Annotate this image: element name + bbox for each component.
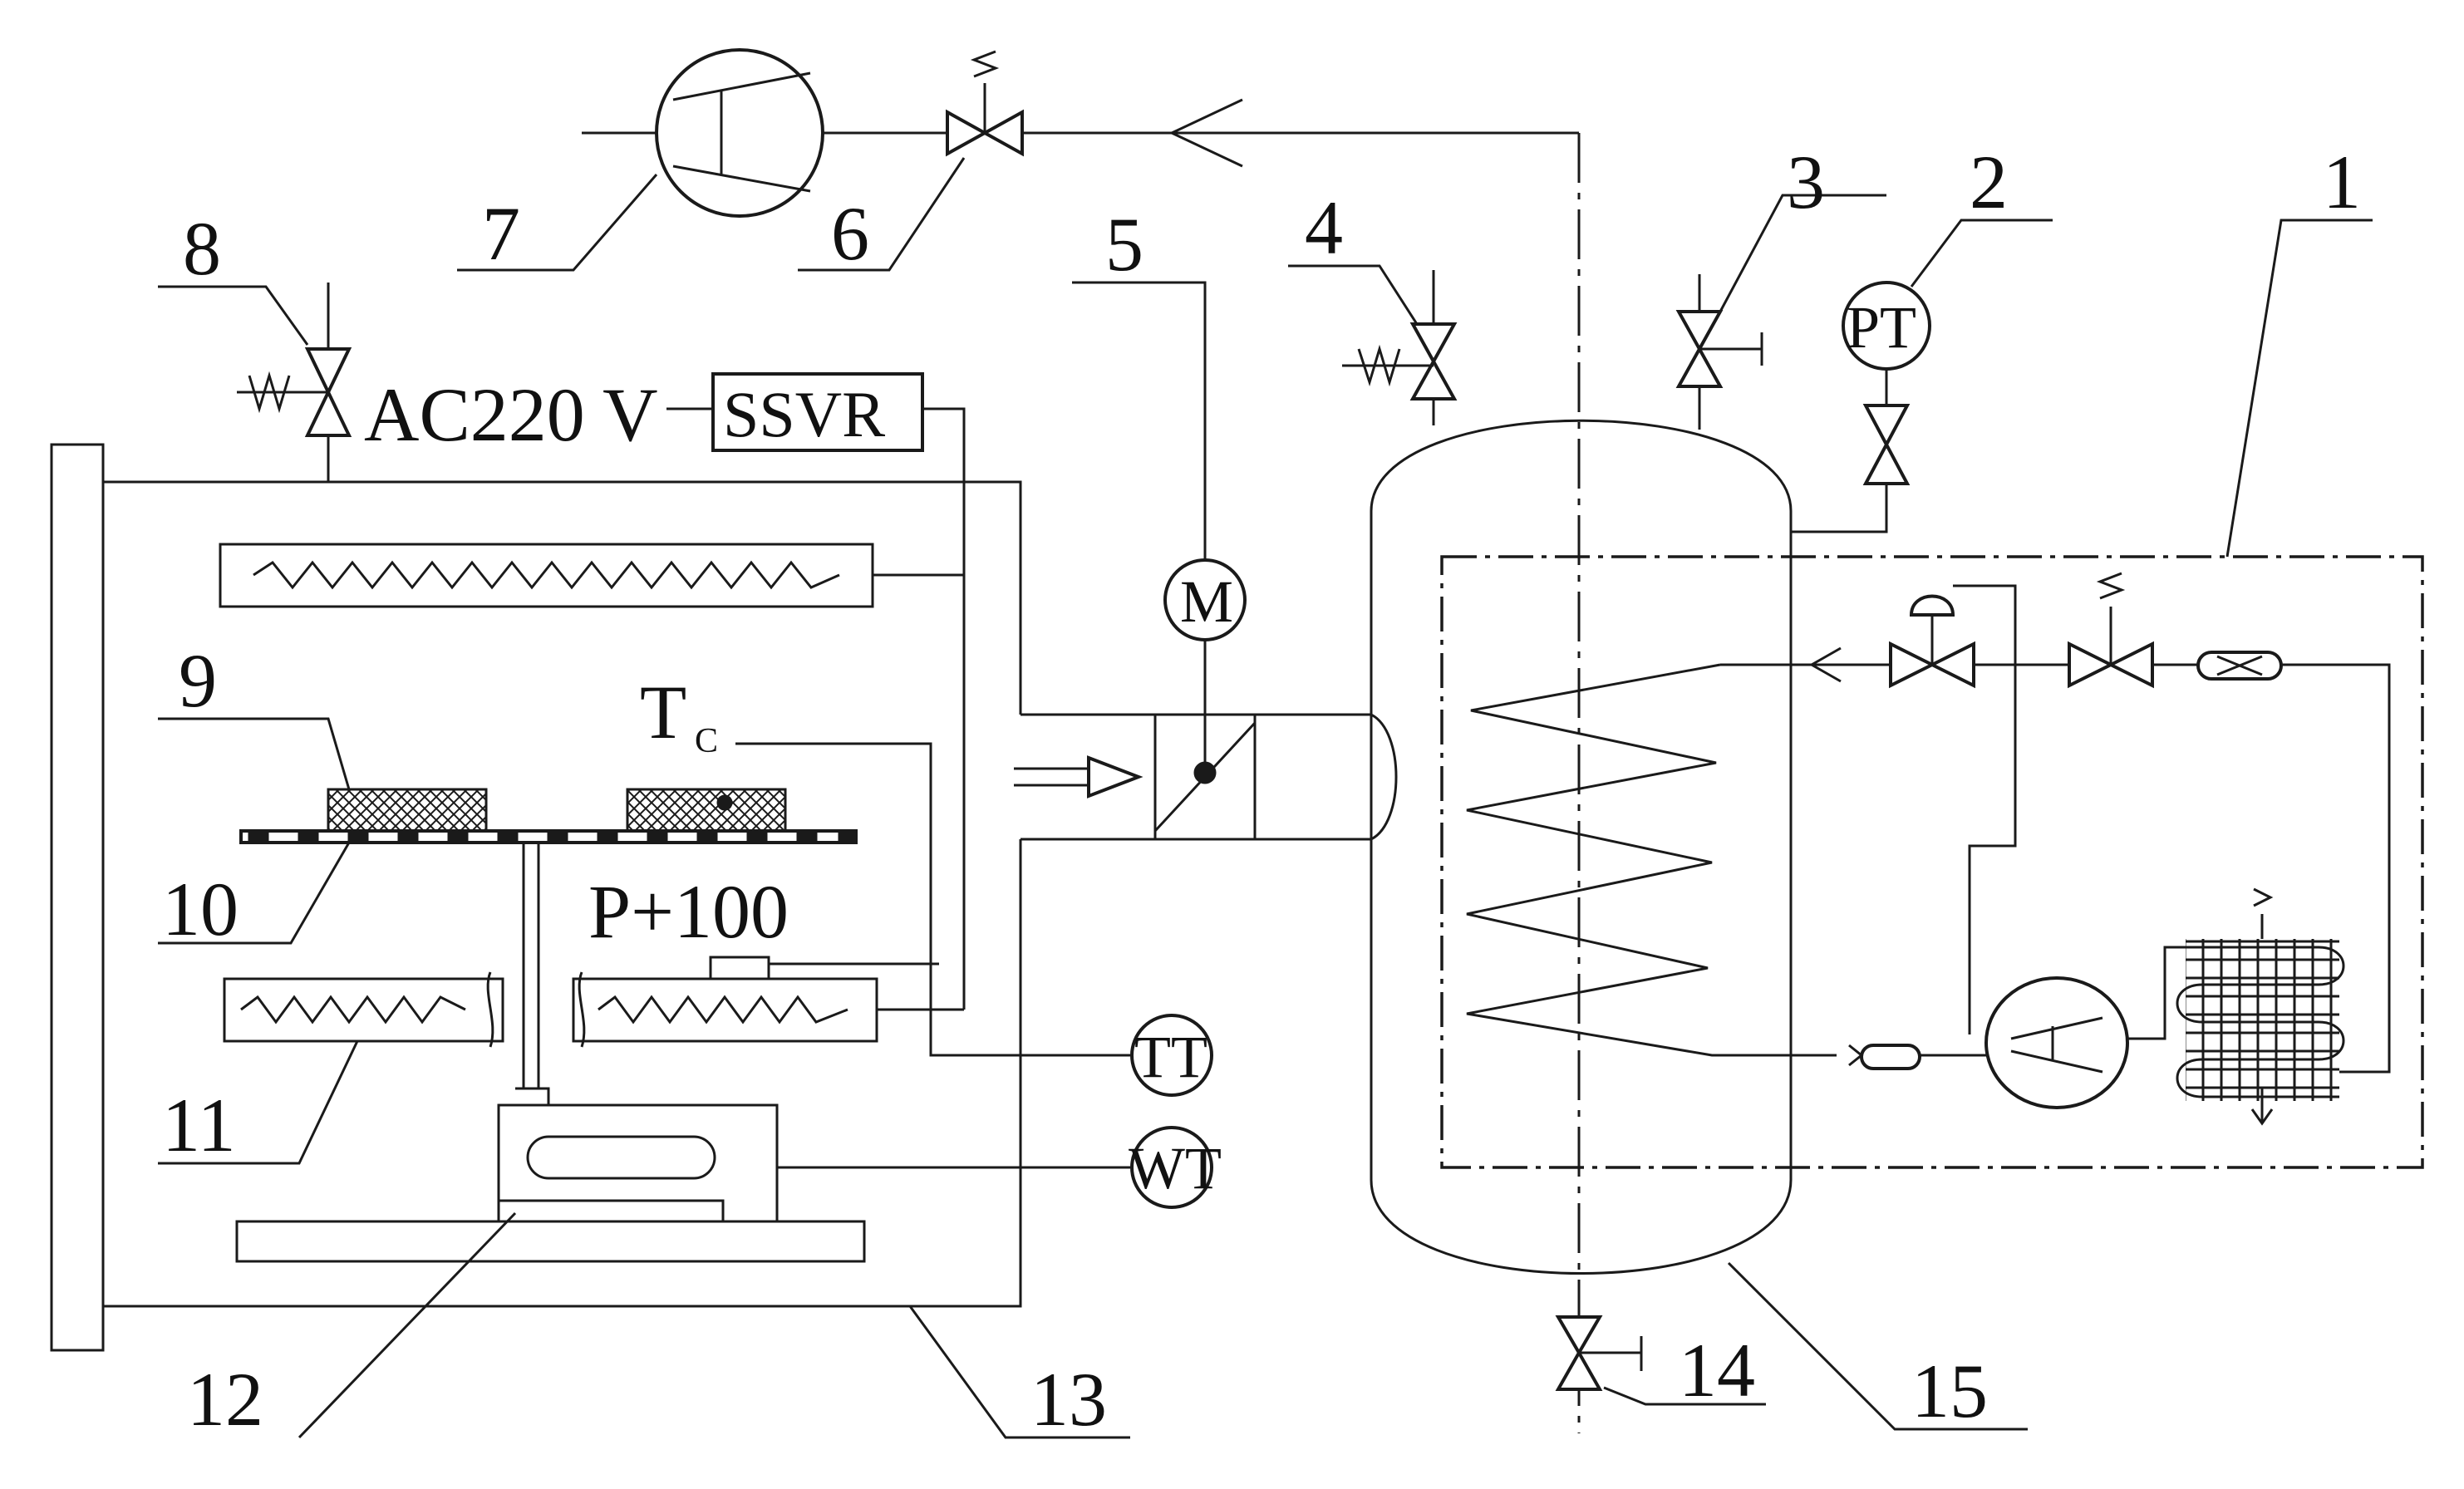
part-number-10: 10 — [162, 867, 239, 951]
lower-heater-right — [572, 977, 878, 1043]
sample-block-with-thermocouple — [626, 788, 787, 833]
part-number-6: 6 — [831, 191, 869, 276]
refrigerant-compressor — [1984, 976, 2129, 1109]
vacuum-valve — [946, 50, 1172, 157]
part-number-13: 13 — [1030, 1357, 1107, 1442]
part-number-12: 12 — [187, 1357, 263, 1442]
pt100-sensor — [709, 956, 770, 980]
pt100-label: P+100 — [588, 869, 789, 954]
material-tray — [239, 829, 858, 844]
weight-transmitter — [1130, 1126, 1213, 1209]
vent-valve — [1675, 274, 1763, 430]
part-number-3: 3 — [1787, 140, 1825, 224]
inlet-safety-valve — [237, 283, 352, 482]
pt-label: PT — [1847, 294, 1916, 361]
motor-label: M — [1180, 568, 1233, 635]
drying-chamber — [50, 407, 1130, 1352]
part-number-8: 8 — [183, 206, 221, 291]
tc-subscript: C — [695, 722, 718, 760]
tc-label: T — [640, 670, 686, 754]
part-number-7: 7 — [482, 191, 520, 276]
part-number-11: 11 — [162, 1083, 236, 1167]
sample-block — [327, 788, 488, 833]
temperature-transmitter — [1130, 1014, 1213, 1097]
wt-label: WT — [1129, 1135, 1222, 1202]
tt-label: TT — [1134, 1024, 1207, 1090]
part-number-5: 5 — [1105, 202, 1143, 287]
ac220v-label: AC220 V — [364, 372, 658, 457]
refrigeration-unit — [1440, 555, 2424, 1169]
air-duct — [1014, 690, 1398, 841]
storage-tank — [1370, 133, 1837, 1433]
part-number-2: 2 — [1970, 140, 2008, 224]
condenser — [2186, 939, 2339, 1101]
tank-safety-valve — [1342, 270, 1458, 425]
pressure-line — [1791, 370, 1911, 533]
drain-valve — [1555, 1296, 1643, 1391]
vacuum-pump — [582, 48, 947, 218]
ssvr-box — [711, 372, 924, 452]
chamber-door — [50, 443, 105, 1352]
part-number-9: 9 — [179, 638, 217, 723]
part-number-1: 1 — [2323, 140, 2361, 224]
ssvr-label: SSVR — [723, 378, 885, 450]
part-number-14: 14 — [1679, 1328, 1755, 1413]
lower-heater-left — [223, 977, 504, 1043]
pressure-transmitter — [1842, 281, 1931, 371]
leader-lines — [158, 157, 2373, 1439]
part-number-15: 15 — [1911, 1349, 1988, 1433]
part-number-4: 4 — [1305, 185, 1343, 270]
weighing-balance — [235, 1087, 1130, 1263]
upper-heater — [219, 543, 874, 608]
